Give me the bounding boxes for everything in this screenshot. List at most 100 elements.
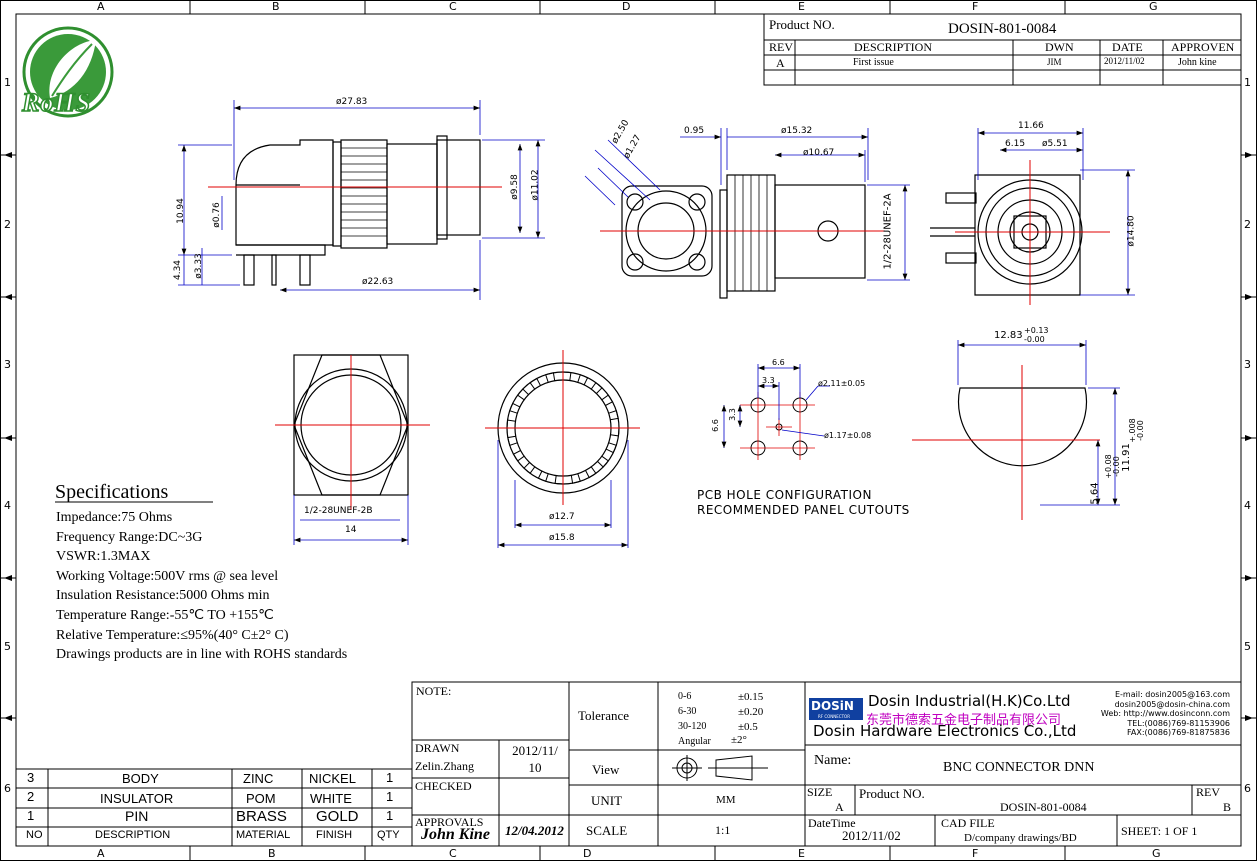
dim-label: ø10.67 xyxy=(803,148,835,158)
grid-row-label: 2 xyxy=(4,218,11,231)
dim-label: 11.91 xyxy=(1120,443,1132,472)
name-value: BNC CONNECTOR DNN xyxy=(943,760,1095,775)
dim-label: 1/2-28UNEF-2B xyxy=(304,506,373,516)
tolerance-value: ±2° xyxy=(731,734,747,746)
bom-material: BRASS xyxy=(236,808,287,825)
drawn-label: DRAWN xyxy=(415,741,460,755)
name-label: Name: xyxy=(814,753,852,768)
scale-label: SCALE xyxy=(586,823,628,838)
spec-line: Impedance:75 Ohms xyxy=(56,510,173,525)
grid-col-label: B xyxy=(272,0,280,13)
bom-header: FINISH xyxy=(316,829,353,841)
dim-label: 10.94 xyxy=(175,198,186,224)
contact-line: FAX:(0086)769-81875836 xyxy=(1127,728,1230,738)
bom-no: 2 xyxy=(27,789,35,804)
titleblock-product-no: DOSIN-801-0084 xyxy=(1000,800,1087,814)
tolerance-range: Angular xyxy=(678,736,711,747)
datetime-label: DateTime xyxy=(808,816,856,830)
dim-label: 0.95 xyxy=(684,126,705,136)
rev-value: B xyxy=(1223,800,1232,814)
grid-col-label: C xyxy=(449,847,457,860)
spec-line: Working Voltage:500V rms @ sea level xyxy=(56,568,279,584)
dim-label: 6.6 xyxy=(772,358,785,367)
bom-finish: GOLD xyxy=(316,808,359,825)
company-name-cn: 东莞市德索五金电子制品有限公司 xyxy=(866,712,1062,727)
dim-label: ø1.17±0.08 xyxy=(824,431,872,440)
tolerance-range: 30-120 xyxy=(678,721,707,732)
rohs-logo-text: RoHS xyxy=(21,87,92,118)
dim-tolerance: -0.00 xyxy=(1111,456,1121,477)
approvals-label: APPROVALS xyxy=(415,815,484,829)
dim-label: ø15.32 xyxy=(781,126,813,136)
grid-col-label: C xyxy=(449,0,457,13)
revision-product-no: DOSIN-801-0084 xyxy=(948,21,1057,37)
bom-qty: 1 xyxy=(386,789,394,804)
dim-label: ø12.7 xyxy=(549,512,575,522)
dim-label: ø0.76 xyxy=(211,202,222,228)
spec-line: Insulation Resistance:5000 Ohms min xyxy=(56,588,270,604)
grid-col-label: G xyxy=(1152,847,1161,860)
contact-line: TEL:(0086)769-81153906 xyxy=(1127,718,1230,728)
dim-label: 5.64 xyxy=(1089,482,1101,505)
contact-line: E-mail: dosin2005@163.com xyxy=(1114,690,1230,699)
view-label: View xyxy=(592,762,620,777)
bom-qty: 1 xyxy=(386,808,394,823)
approvals-date: 12/04.2012 xyxy=(505,823,564,838)
grid-col-label: D xyxy=(583,847,592,860)
revision-approver: John kine xyxy=(1178,57,1217,68)
grid-col-label: F xyxy=(972,847,979,860)
scale-value: 1:1 xyxy=(715,823,731,837)
dim-label: ø22.63 xyxy=(362,277,394,287)
bom-material: ZINC xyxy=(243,771,274,786)
revision-description: First issue xyxy=(853,57,894,68)
spec-line: Temperature Range:-55℃ TO +155℃ xyxy=(56,607,274,623)
specifications-list: Impedance:75 Ohms Frequency Range:DC~3G … xyxy=(56,508,347,665)
grid-row-label: 1 xyxy=(1244,76,1251,89)
bom-no: 1 xyxy=(27,808,35,823)
sheet-number: SHEET: 1 OF 1 xyxy=(1121,824,1198,838)
company-contact: E-mail: dosin2005@163.com dosin2005@dosi… xyxy=(1098,690,1230,738)
spec-line: Relative Temperature:≤95%(40° C±2° C) xyxy=(56,627,289,643)
cad-value: D/company drawings/BD xyxy=(964,832,1077,844)
grid-col-label: E xyxy=(798,847,805,860)
dim-label: ø9.58 xyxy=(509,174,520,200)
bom-description: PIN xyxy=(125,808,149,824)
revision-dwn: JIM xyxy=(1047,57,1062,67)
bom-header: NO xyxy=(26,829,43,841)
tolerance-range: 6-30 xyxy=(678,706,697,717)
dim-label: ø11.02 xyxy=(530,169,541,201)
bom-qty: 1 xyxy=(386,770,394,785)
grid-row-label: 6 xyxy=(4,782,11,795)
bom-finish: NICKEL xyxy=(309,771,356,786)
revision-header-date: DATE xyxy=(1112,40,1143,54)
grid-col-label: A xyxy=(97,847,105,860)
tolerance-value: ±0.5 xyxy=(738,721,758,733)
dim-label: 14 xyxy=(345,525,357,535)
dim-label: 4.34 xyxy=(173,259,184,281)
bom-header: QTY xyxy=(377,829,400,841)
grid-col-label: E xyxy=(798,0,805,13)
company-name-en2: Dosin Hardware Electronics Co.,Ltd xyxy=(813,722,1077,740)
drawn-name: Zelin.Zhang xyxy=(415,759,474,773)
bom-finish: WHITE xyxy=(310,791,352,806)
spec-line: VSWR:1.3MAX xyxy=(56,549,151,565)
dim-label: 12.83 xyxy=(994,330,1023,341)
revision-header-description: DESCRIPTION xyxy=(854,40,933,54)
bom-material: POM xyxy=(246,791,276,806)
dim-tolerance: -0.00 xyxy=(1135,420,1145,441)
tolerance-value: ±0.15 xyxy=(738,691,764,703)
revision-date: 2012/11/02 xyxy=(1104,56,1145,66)
dim-label: ø2.11±0.05 xyxy=(818,379,866,388)
dim-label: 1/2-28UNEF-2A xyxy=(882,193,894,270)
dim-label: ø5.51 xyxy=(1042,139,1068,149)
company-name-en: Dosin Industrial(H.K)Co.Ltd xyxy=(868,692,1071,710)
grid-row-label: 5 xyxy=(4,640,11,653)
titleblock-product-no-label: Product NO. xyxy=(859,786,925,801)
dim-label: 11.66 xyxy=(1018,121,1044,131)
dim-label: ø15.8 xyxy=(549,533,575,543)
dim-label: 3.3 xyxy=(727,408,737,421)
grid-row-label: 6 xyxy=(1244,782,1251,795)
grid-col-label: F xyxy=(972,0,979,13)
unit-label: UNIT xyxy=(591,793,623,808)
unit-value: MM xyxy=(716,794,736,806)
